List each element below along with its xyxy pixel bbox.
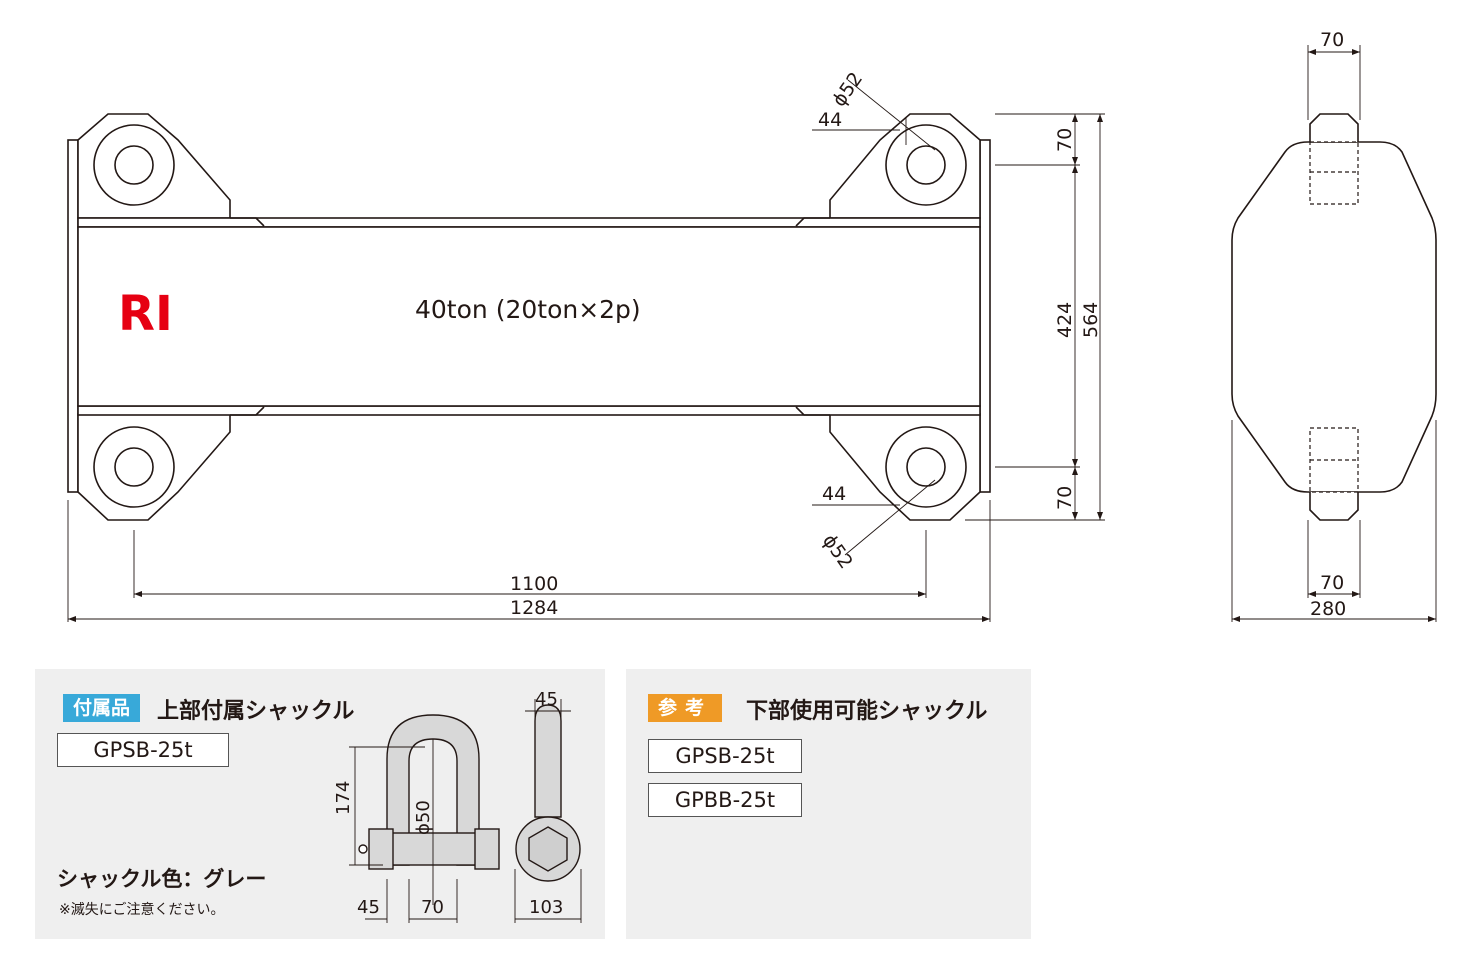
shackle-dim-inner: 70 [421,897,444,918]
dim-side-bottom-inner: 70 [1320,572,1344,594]
beam-side-view [1231,113,1437,521]
dim-pin-offset-bottom: 44 [822,483,846,505]
shackle-pin [378,832,486,866]
eye-top-left-inner [114,145,154,185]
dim-eye-bottom: 70 [1054,486,1076,510]
shackle-dim-eye: 103 [529,897,563,918]
accessory-title: 上部付属シャックル [157,699,355,724]
loss-warning: ※滅失にご注意ください。 [59,902,225,918]
reference-model-2: GPBB-25t [648,783,802,817]
dim-pin-diameter-bottom: ϕ52 [818,530,857,573]
shackle-nut-right [474,828,500,870]
eye-top-right-inner [906,145,946,185]
lifting-eyes [93,124,967,508]
dim-pin-offset-top: 44 [818,109,842,131]
front-dimension-lines [67,79,1105,622]
capacity-label: 40ton (20ton×2p) [415,295,641,324]
accessory-tag: 付属品 [63,694,141,722]
reference-model-1: GPSB-25t [648,739,802,773]
dim-total-height: 564 [1080,302,1102,338]
dim-inner-height: 424 [1054,302,1076,338]
dim-total-length: 1284 [510,597,558,619]
eye-bottom-right-outer [885,426,967,508]
logo: RI [118,286,173,342]
side-dimension-text: 70 70 280 [1310,29,1346,620]
eye-bottom-left-inner [114,447,154,487]
shackle-dim-side: 45 [357,897,380,918]
shackle-dim-pin: ϕ50 [413,800,434,835]
eye-top-right-outer [885,124,967,206]
eye-bottom-left-outer [93,426,175,508]
reference-title: 下部使用可能シャックル [746,699,988,724]
accessory-model: GPSB-25t [57,733,229,767]
shackle-dim-thickness: 45 [535,689,558,710]
accessory-panel: 付属品 上部付属シャックル GPSB-25t シャックル色：グレー ※滅失にご注… [35,669,605,939]
shackle-nut-left [368,828,394,870]
eye-top-left-outer [93,124,175,206]
eye-bottom-right-inner [906,447,946,487]
shackle-color: シャックル色：グレー [57,867,267,891]
side-dimension-lines [1231,45,1437,622]
front-dimension-arrows [68,114,1103,622]
beam-front-view [67,113,991,521]
engineering-drawing: RI 40ton (20ton×2p) [67,29,1437,622]
side-dimension-arrows [1232,49,1436,622]
dim-pin-diameter-top: ϕ52 [828,68,867,111]
dim-side-total-width: 280 [1310,598,1346,620]
side-hidden-lines [1309,141,1359,493]
reference-tag: 参考 [648,694,723,722]
shackle-drawing: 174 ϕ50 45 70 45 103 [333,689,582,923]
shackle-dim-height: 174 [333,781,354,815]
dim-pin-span: 1100 [510,573,558,595]
reference-panel: 参考 下部使用可能シャックル GPSB-25t GPBB-25t [626,669,1031,939]
dim-side-top-width: 70 [1320,29,1344,51]
dim-eye-top: 70 [1054,128,1076,152]
